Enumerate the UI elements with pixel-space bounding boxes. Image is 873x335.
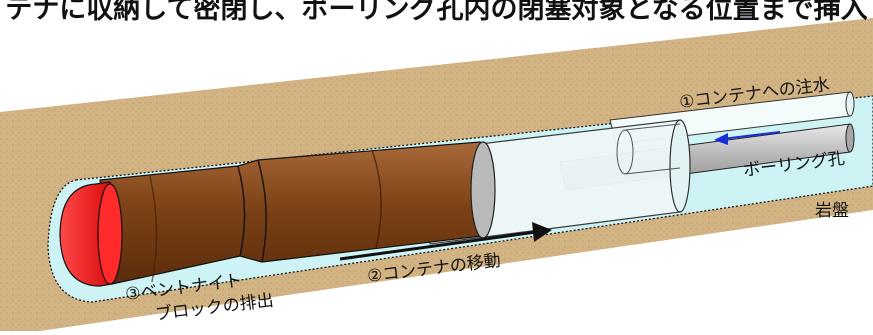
red-cap [59, 181, 123, 287]
move-arrow [339, 222, 552, 261]
water-arrow [714, 131, 781, 145]
caption-partial: テナに収納して密閉し、ボーリング孔内の閉塞対象となる位置まで挿入 [5, 0, 868, 25]
bentonite-blocks [99, 141, 496, 285]
label-bedrock: 岩盤 [815, 201, 849, 221]
